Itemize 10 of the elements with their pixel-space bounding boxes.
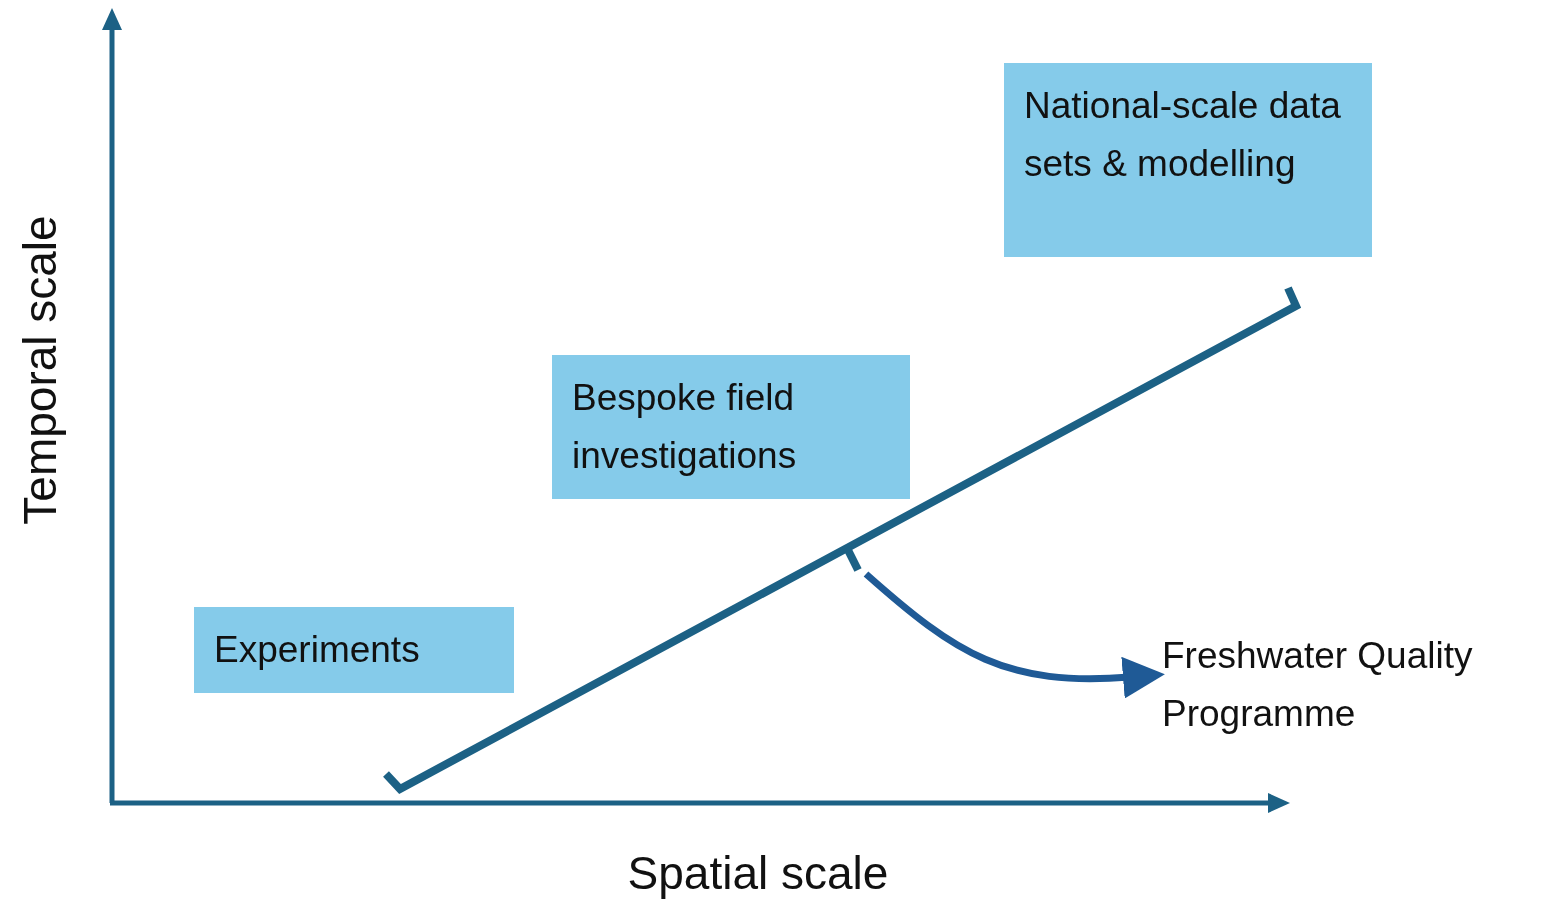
axis-label: Temporal scale bbox=[13, 215, 67, 525]
label-box bbox=[1004, 63, 1372, 257]
curved-arrow bbox=[863, 571, 1165, 699]
axis-label: Spatial scale bbox=[627, 846, 889, 900]
label-box bbox=[194, 607, 514, 693]
box-text: Bespoke field investigations bbox=[572, 376, 798, 478]
label-box bbox=[552, 355, 910, 499]
annotation-text: Freshwater Quality Programme bbox=[1162, 634, 1474, 736]
box-text: Experiments bbox=[214, 628, 421, 672]
box-text: National-scale data sets & modelling bbox=[1024, 84, 1342, 186]
